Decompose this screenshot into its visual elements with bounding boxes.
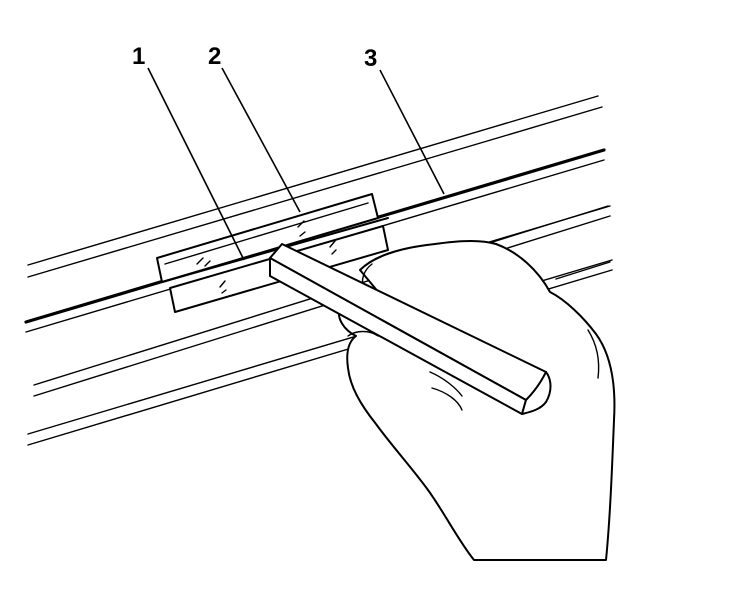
leader-line-1 <box>147 67 245 261</box>
upper-panel-lines <box>27 95 603 278</box>
callout-labels: 1 2 3 <box>132 43 377 72</box>
callout-label-2: 2 <box>208 43 221 70</box>
leader-lines <box>147 67 445 261</box>
leader-line-2 <box>221 67 301 213</box>
callout-label-3: 3 <box>364 45 377 72</box>
callout-label-1: 1 <box>132 43 145 70</box>
leader-line-3 <box>379 69 445 195</box>
seam <box>161 217 389 283</box>
hand <box>338 239 616 561</box>
application-tool <box>269 243 552 415</box>
upper-adhesive-piece <box>156 193 379 283</box>
